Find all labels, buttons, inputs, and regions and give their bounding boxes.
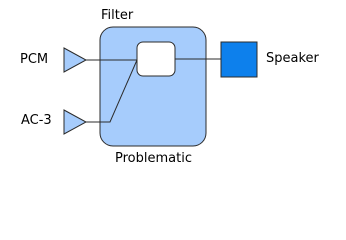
filter-title: Filter (101, 8, 134, 23)
speaker-label: Speaker (266, 51, 319, 66)
audio-filter-diagram (63, 26, 258, 147)
pcm-label: PCM (20, 52, 49, 67)
ac3-label: AC-3 (21, 113, 52, 128)
processor-block (136, 41, 176, 77)
ac3-connector (86, 59, 138, 123)
speaker-box (220, 41, 258, 78)
filter-box (99, 26, 207, 147)
pcm-input-triangle (63, 47, 88, 73)
filter-caption: Problematic (115, 151, 192, 166)
ac3-input-triangle (63, 109, 88, 135)
